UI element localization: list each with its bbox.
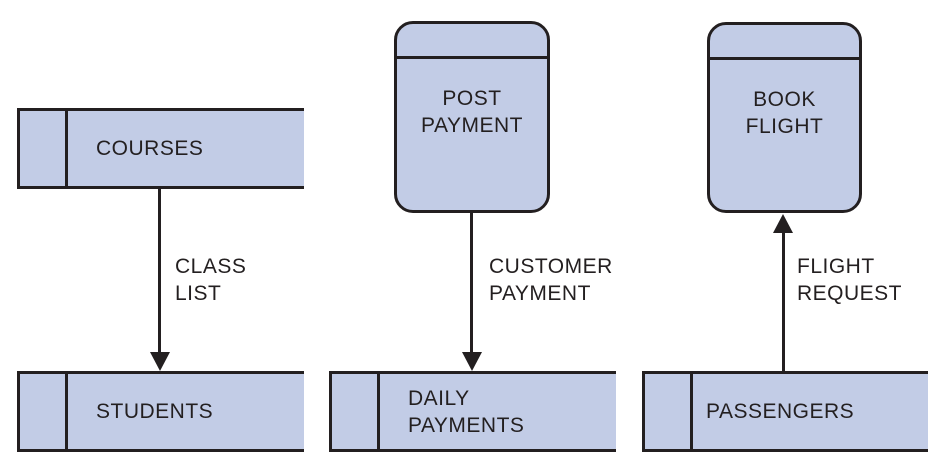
- customer-payment-arrow-line: [470, 213, 473, 356]
- data-store-passengers: PASSENGERS: [642, 371, 928, 452]
- class-list-arrowhead: [150, 352, 170, 371]
- flow-label-flight-request: FLIGHT REQUEST: [797, 255, 903, 305]
- process-header-band: [710, 25, 859, 60]
- customer-payment-arrowhead: [462, 352, 482, 371]
- process-post-payment: POST PAYMENT: [394, 21, 550, 213]
- data-store-compartment: [20, 374, 68, 449]
- data-store-compartment: [332, 374, 380, 449]
- class-list-arrow-line: [158, 189, 161, 356]
- flow-label-class-list: CLASS LIST: [175, 255, 247, 305]
- process-label: POST PAYMENT: [421, 87, 523, 137]
- process-header-band: [397, 24, 547, 59]
- data-store-label: PASSENGERS: [706, 400, 855, 423]
- flight-request-arrow-line: [782, 229, 785, 371]
- data-store-daily-payments: DAILY PAYMENTS: [329, 371, 616, 452]
- data-store-label: COURSES: [96, 137, 204, 160]
- process-label: BOOK FLIGHT: [745, 88, 824, 138]
- data-store-students: STUDENTS: [17, 371, 304, 452]
- data-store-compartment: [645, 374, 693, 449]
- flight-request-arrowhead: [773, 214, 793, 233]
- process-book-flight: BOOK FLIGHT: [707, 22, 862, 213]
- flow-label-customer-payment: CUSTOMER PAYMENT: [489, 255, 613, 305]
- data-store-label: STUDENTS: [96, 400, 214, 423]
- data-store-label: DAILY PAYMENTS: [408, 386, 525, 437]
- data-store-compartment: [20, 111, 68, 186]
- data-store-courses: COURSES: [17, 108, 304, 189]
